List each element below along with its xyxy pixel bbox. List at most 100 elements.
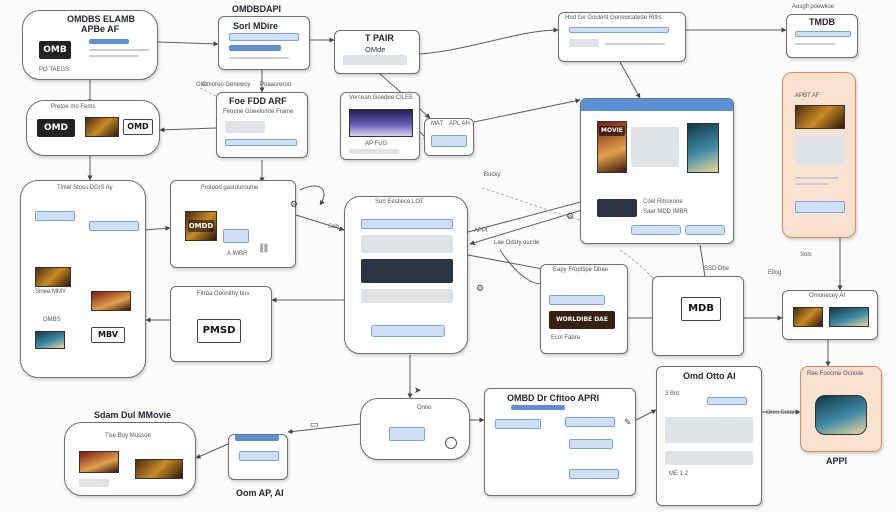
logo-badge: MBV — [91, 327, 125, 343]
action-button[interactable] — [685, 225, 725, 235]
node-frontend-card[interactable]: Frotood gastouroume OMDD A IMBR — [170, 180, 296, 268]
node-label: OMBS — [43, 317, 61, 323]
node-ontio-card[interactable]: Ontio — [360, 398, 470, 460]
text-line — [89, 55, 139, 57]
content-bar — [349, 149, 399, 154]
node-fdd-arf-card[interactable]: Foe FDD ARF Feoune Goeelomte Frame — [216, 92, 308, 158]
node-title: Vercean Goedee CILEE — [349, 95, 414, 101]
node-omdb-api-card[interactable]: Sorl MDire — [218, 16, 310, 70]
node-tmdb-header-card[interactable]: TMDB — [786, 14, 858, 58]
logo-badge: OMB — [39, 41, 71, 59]
gear-icon: ⚙ — [476, 283, 485, 293]
edge-n12-n14 — [467, 254, 549, 272]
content-bar — [631, 127, 679, 167]
node-title: Sdam Dul MMovie — [94, 410, 172, 420]
edge-n3-n4 — [419, 27, 559, 55]
node-omonecey-card[interactable]: Omonecey Af — [782, 290, 878, 340]
edge-label: Sols — [800, 252, 812, 258]
input-bar — [223, 229, 249, 243]
node-subtitle: TMDB — [809, 17, 835, 27]
search-input[interactable] — [361, 219, 453, 229]
node-verce-card[interactable]: Vercean Goedee CILEE AP FUG — [340, 92, 420, 160]
edge-n11-n12 — [295, 214, 345, 232]
content-bar — [665, 417, 753, 443]
poster-image — [35, 331, 65, 349]
node-title: Ausgfl poewlioe — [792, 4, 835, 10]
header-bar — [235, 435, 279, 441]
input-bar — [549, 295, 605, 305]
edge-n1-n2 — [157, 41, 219, 47]
edge-dashed-1 — [481, 187, 581, 221]
node-sub: Ecol Fabre — [551, 335, 581, 341]
node-property-card[interactable]: Eapy Fropttipe Dbae WORLDIBE DAE Ecol Fa… — [540, 264, 628, 354]
content-bar — [569, 39, 599, 47]
header-bar — [89, 39, 129, 44]
node-label: Ontio — [417, 405, 432, 411]
poster-image — [135, 459, 183, 479]
node-search-app[interactable]: Sorl Eestiece LOT — [344, 196, 468, 354]
input-bar — [795, 31, 851, 37]
node-title: T PAIR — [365, 33, 394, 43]
node-subtitle: Tise Buy Mussoe — [105, 433, 151, 439]
edge-label: Bocky — [484, 172, 501, 178]
node-omdb-app-card[interactable]: OMDBS ELAMB APBe AF OMB PO TAEGS — [22, 10, 158, 80]
node-sub: AP FUG — [365, 141, 388, 147]
node-label: MAT — [431, 121, 444, 127]
node-label: SSD Dbe — [704, 266, 730, 272]
poster-image: MOVIE — [597, 121, 627, 173]
node-label: ME 1 2 — [669, 471, 689, 477]
action-button[interactable] — [631, 225, 681, 235]
poster-image — [687, 123, 719, 173]
result-row — [361, 235, 453, 253]
node-omd-otto-card[interactable]: Omd Otto AI 3 Bot ME 1 2 — [656, 366, 762, 506]
node-label2: Ores Sotal — [766, 410, 795, 416]
input-bar — [495, 419, 541, 429]
node-sub: APBT AF — [795, 93, 820, 99]
edge-n9-n13 — [473, 98, 581, 123]
node-sub: OMde — [365, 45, 386, 54]
edge-n13-n12b — [469, 209, 583, 246]
edge-label: Sob — [328, 224, 339, 230]
input-bar — [569, 27, 669, 33]
text-line — [89, 49, 149, 51]
node-title: OMDBDAPI — [232, 4, 281, 14]
primary-button[interactable] — [371, 325, 445, 337]
node-oom-api-card[interactable] — [228, 434, 288, 480]
node-tmdb-app-card[interactable]: APBT AF — [782, 72, 856, 238]
edge-n12-n13 — [467, 198, 589, 233]
node-mdb-card[interactable]: MDB — [652, 276, 744, 356]
node-movie-panel[interactable]: MOVIE Coel Rmoxone Saar MDD IMBR — [580, 98, 734, 244]
node-preview-card[interactable]: Pretoe mo Fems OMD OMD — [26, 100, 160, 156]
node-title: Omd Otto AI — [683, 371, 736, 381]
node-timeline-card[interactable]: Timel Stoss DGIS Ay Sinee MMY OMBS MBV — [20, 180, 146, 378]
edge-n19-n18 — [195, 443, 229, 459]
text-line — [229, 57, 289, 59]
poster-logo: OMDD — [188, 220, 214, 232]
node-mat-card[interactable]: MAT APL AH — [424, 118, 474, 156]
node-t-pair-card[interactable]: T PAIR OMde — [334, 30, 420, 74]
status-ring — [445, 437, 457, 449]
logo-badge: OMD — [37, 119, 75, 137]
edge-label: Poaacreroo — [260, 82, 292, 88]
content-bar — [795, 135, 845, 165]
edge-label: Olet — [196, 82, 208, 88]
node-generated-card[interactable]: Hnd Ge Goulent Genewcatede Ritlis — [558, 12, 686, 62]
node-sub: Feoune Goeelomte Frame — [223, 109, 294, 115]
poster-image — [85, 117, 119, 137]
panel-header — [581, 99, 733, 111]
node-sub: 3 Bot — [665, 391, 680, 397]
input-bar — [225, 139, 297, 146]
node-sub: Saar MDD IMBR — [643, 209, 688, 215]
node-movie-list-card[interactable]: Tise Buy Mussoe — [64, 422, 196, 496]
node-ombd-office-card[interactable]: OMBD Dr Cfitoo APRI — [484, 388, 636, 496]
edge-n10-n11 — [143, 225, 171, 231]
edge-n21-n22 — [635, 409, 657, 421]
input-bar — [565, 417, 615, 427]
content-bar — [225, 121, 265, 133]
node-api-card[interactable]: Ree Foocme Ocnoiie — [800, 366, 882, 452]
node-subtitle: Sorl MDire — [233, 21, 279, 31]
logo-badge: MDB — [681, 297, 721, 321]
poster-image — [815, 395, 867, 435]
input-bar — [89, 221, 139, 231]
node-fitroa-card[interactable]: Fitroa Goonithy bus PMSD — [170, 286, 272, 362]
